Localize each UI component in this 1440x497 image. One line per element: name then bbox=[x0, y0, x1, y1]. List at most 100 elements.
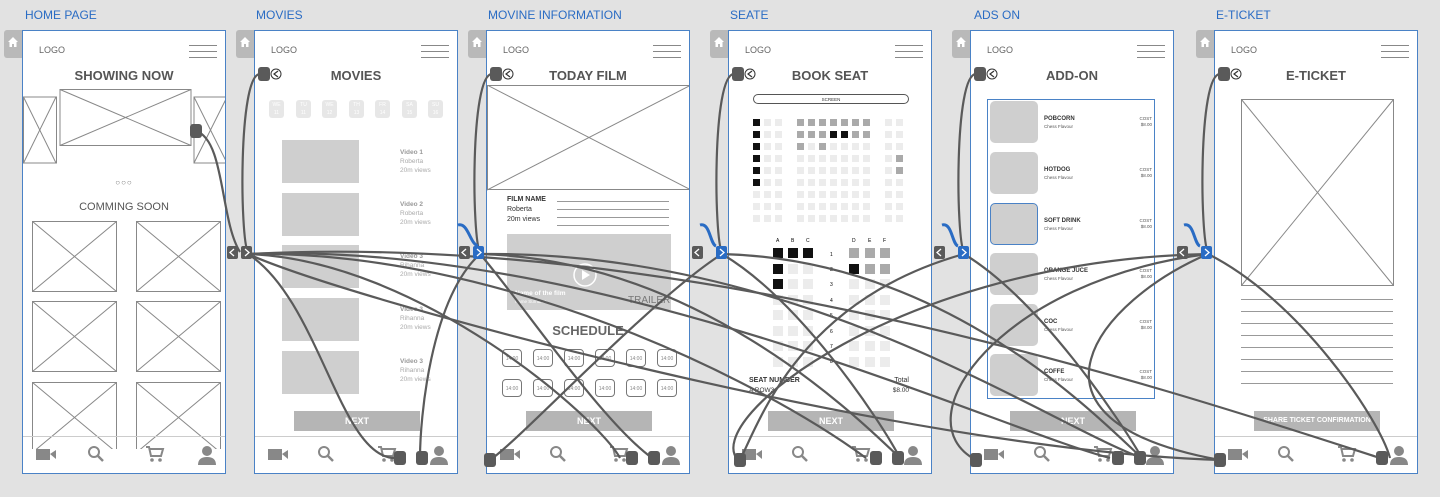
seat[interactable] bbox=[764, 167, 771, 174]
seat[interactable] bbox=[775, 155, 782, 162]
seat[interactable] bbox=[753, 167, 760, 174]
seat[interactable] bbox=[863, 191, 870, 198]
seat[interactable] bbox=[773, 325, 783, 336]
carousel[interactable] bbox=[23, 89, 226, 169]
seat[interactable] bbox=[849, 341, 859, 351]
seat[interactable] bbox=[885, 179, 892, 186]
seat[interactable] bbox=[819, 179, 826, 186]
seat[interactable] bbox=[841, 179, 848, 186]
seat[interactable] bbox=[865, 294, 875, 305]
seat[interactable] bbox=[803, 356, 813, 367]
seat[interactable] bbox=[808, 143, 815, 150]
hamburger-icon[interactable] bbox=[895, 45, 923, 59]
hamburger-icon[interactable] bbox=[421, 45, 449, 59]
addon-item[interactable]: SOFT DRINK Chess Flavour COST$8.00 bbox=[988, 202, 1154, 253]
seat[interactable] bbox=[775, 191, 782, 198]
video-icon[interactable] bbox=[499, 445, 521, 463]
seat[interactable] bbox=[808, 215, 815, 222]
addon-item[interactable]: COC Chess Flavour COST$8.00 bbox=[988, 303, 1154, 354]
time-slot[interactable]: 14:00 bbox=[595, 379, 615, 397]
seat[interactable] bbox=[773, 279, 783, 289]
seat[interactable] bbox=[841, 155, 848, 162]
seat[interactable] bbox=[830, 119, 837, 126]
seat[interactable] bbox=[852, 167, 859, 174]
seat[interactable] bbox=[830, 155, 837, 162]
home-tab[interactable] bbox=[468, 30, 486, 58]
next-button[interactable]: NEXT bbox=[294, 411, 420, 431]
share-ticket-button[interactable]: SHARE TICKET CONFIRMATION bbox=[1254, 411, 1380, 431]
seat[interactable] bbox=[803, 248, 813, 258]
seat[interactable] bbox=[849, 325, 859, 336]
seat[interactable] bbox=[830, 215, 837, 222]
time-slot[interactable]: 14:00 bbox=[657, 349, 677, 367]
hamburger-icon[interactable] bbox=[1381, 45, 1409, 59]
video-icon[interactable] bbox=[741, 445, 763, 463]
seat[interactable] bbox=[788, 263, 798, 274]
seat[interactable] bbox=[775, 167, 782, 174]
seat[interactable] bbox=[753, 215, 760, 222]
seat[interactable] bbox=[885, 119, 892, 126]
seat[interactable] bbox=[775, 179, 782, 186]
seat[interactable] bbox=[841, 203, 848, 210]
seat[interactable] bbox=[849, 279, 859, 289]
seat[interactable] bbox=[753, 179, 760, 186]
seat[interactable] bbox=[808, 119, 815, 126]
seat[interactable] bbox=[830, 179, 837, 186]
addon-item[interactable]: ORANGE JUCE Chess Flavour COST$8.00 bbox=[988, 252, 1154, 303]
seat[interactable] bbox=[808, 155, 815, 162]
seat[interactable] bbox=[896, 215, 903, 222]
seat[interactable] bbox=[788, 356, 798, 367]
seat[interactable] bbox=[773, 341, 783, 351]
seat[interactable] bbox=[819, 215, 826, 222]
seat[interactable] bbox=[849, 263, 859, 274]
seat[interactable] bbox=[865, 248, 875, 258]
seat[interactable] bbox=[797, 143, 804, 150]
time-slot[interactable]: 14:00 bbox=[564, 349, 584, 367]
seat[interactable] bbox=[849, 356, 859, 367]
seat[interactable] bbox=[852, 215, 859, 222]
seat[interactable] bbox=[803, 310, 813, 320]
seat[interactable] bbox=[852, 155, 859, 162]
seat[interactable] bbox=[764, 203, 771, 210]
seat[interactable] bbox=[764, 215, 771, 222]
seat[interactable] bbox=[885, 155, 892, 162]
seat[interactable] bbox=[849, 310, 859, 320]
seat[interactable] bbox=[880, 294, 890, 305]
seat[interactable] bbox=[896, 191, 903, 198]
seat[interactable] bbox=[830, 167, 837, 174]
seat[interactable] bbox=[819, 167, 826, 174]
seat[interactable] bbox=[896, 167, 903, 174]
search-icon[interactable] bbox=[791, 445, 809, 463]
seat[interactable] bbox=[852, 203, 859, 210]
seat[interactable] bbox=[852, 119, 859, 126]
home-tab[interactable] bbox=[4, 30, 22, 58]
seat[interactable] bbox=[841, 215, 848, 222]
addon-item[interactable]: POBCORN Chess Flavour COST$8.00 bbox=[988, 100, 1154, 151]
seat[interactable] bbox=[753, 203, 760, 210]
time-slot[interactable]: 14:00 bbox=[626, 379, 646, 397]
seat[interactable] bbox=[797, 203, 804, 210]
seat[interactable] bbox=[808, 131, 815, 138]
seat[interactable] bbox=[764, 119, 771, 126]
seat[interactable] bbox=[819, 143, 826, 150]
seat[interactable] bbox=[819, 155, 826, 162]
seat[interactable] bbox=[880, 248, 890, 258]
search-icon[interactable] bbox=[1277, 445, 1295, 463]
seat[interactable] bbox=[775, 119, 782, 126]
seat[interactable] bbox=[841, 131, 848, 138]
seat[interactable] bbox=[865, 356, 875, 367]
seat[interactable] bbox=[885, 191, 892, 198]
seat[interactable] bbox=[803, 294, 813, 305]
seat[interactable] bbox=[863, 179, 870, 186]
seat[interactable] bbox=[885, 131, 892, 138]
seat[interactable] bbox=[880, 356, 890, 367]
hamburger-icon[interactable] bbox=[189, 45, 217, 59]
seat[interactable] bbox=[788, 341, 798, 351]
seat[interactable] bbox=[753, 155, 760, 162]
seat[interactable] bbox=[773, 310, 783, 320]
home-tab[interactable] bbox=[1196, 30, 1214, 58]
seat[interactable] bbox=[849, 294, 859, 305]
seat[interactable] bbox=[863, 143, 870, 150]
